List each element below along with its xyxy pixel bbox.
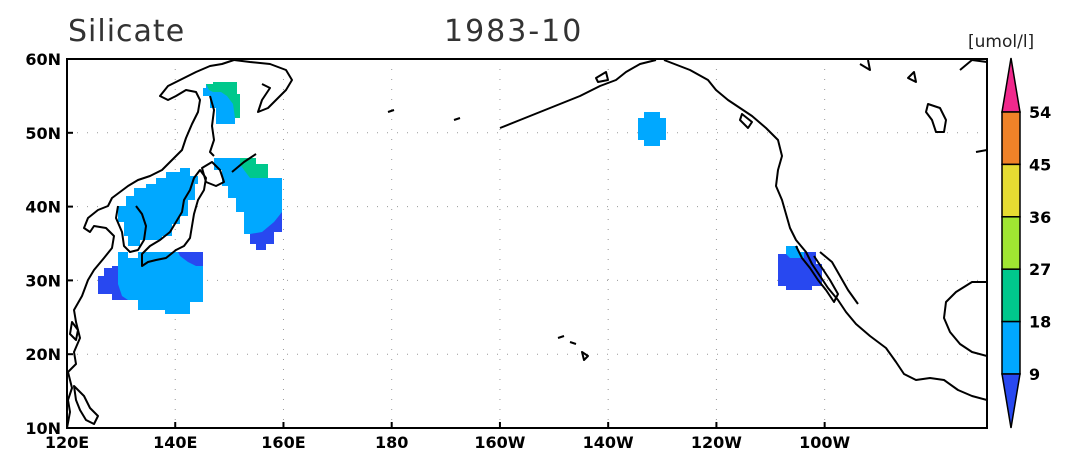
coast-kurils bbox=[231, 153, 257, 173]
x-tick-label: 140W bbox=[583, 433, 634, 452]
colorbar-label: 36 bbox=[1029, 208, 1051, 227]
coast-asia bbox=[67, 59, 235, 428]
coast-bc-islands bbox=[739, 113, 753, 129]
x-tick-label: 180 bbox=[375, 433, 408, 452]
coast-aleutian-b bbox=[453, 117, 461, 121]
colorbar-max-triangle bbox=[1001, 57, 1021, 113]
colorbar-min-triangle bbox=[1001, 373, 1021, 429]
fill-south-japan-below-9 bbox=[178, 252, 203, 266]
coast-north-america bbox=[663, 59, 987, 401]
fill-gulf-alaska-9-18 bbox=[638, 112, 666, 146]
y-tick-label: 60N bbox=[25, 50, 61, 69]
y-tick-label: 30N bbox=[25, 271, 61, 290]
coast-hudson-a bbox=[907, 71, 917, 83]
map-date-title: 1983-10 bbox=[444, 14, 584, 49]
coast-hawaii-a bbox=[557, 335, 565, 339]
coastlines bbox=[67, 59, 987, 428]
fill-east-china-sea-below-9 bbox=[98, 266, 128, 300]
coast-hawaii-c bbox=[581, 351, 589, 361]
coast-hudson-b bbox=[925, 103, 947, 133]
colorbar-box bbox=[1001, 268, 1021, 323]
colorbar-unit-label: [umol/l] bbox=[968, 32, 1035, 52]
colorbar-box bbox=[1001, 320, 1021, 375]
x-tick-label: 140E bbox=[153, 433, 197, 452]
y-tick-label: 20N bbox=[25, 345, 61, 364]
y-tick-label: 10N bbox=[25, 419, 61, 438]
colorbar-box bbox=[1001, 216, 1021, 270]
x-tick-label: 160E bbox=[261, 433, 305, 452]
y-tick-label: 50N bbox=[25, 124, 61, 143]
colorbar-label: 27 bbox=[1029, 260, 1051, 279]
y-tick-label: 40N bbox=[25, 198, 61, 217]
colorbar-label: 45 bbox=[1029, 155, 1051, 174]
map-variable-title: Silicate bbox=[68, 14, 186, 49]
coast-east-corner bbox=[959, 59, 987, 71]
colorbar-label: 9 bbox=[1029, 365, 1040, 384]
x-tick-label: 120E bbox=[45, 433, 89, 452]
coast-philippines bbox=[73, 385, 99, 425]
fill-kuril-9-18 bbox=[214, 158, 282, 250]
map-frame bbox=[66, 58, 988, 429]
x-tick-label: 100W bbox=[799, 433, 850, 452]
coast-east-edge bbox=[975, 149, 987, 153]
y-axis-ticks: 60N 50N 40N 30N 20N 10N bbox=[25, 50, 73, 438]
colorbar-box bbox=[1001, 111, 1021, 166]
colorbar: 9 18 27 36 45 54 bbox=[1001, 57, 1051, 429]
coast-korea bbox=[115, 205, 147, 253]
coast-kamchatka bbox=[233, 59, 293, 113]
coast-mexico-west bbox=[819, 251, 859, 305]
coast-aleutian-a bbox=[387, 109, 395, 113]
grid-lines bbox=[67, 59, 987, 428]
coast-northern-canada bbox=[859, 59, 871, 71]
colorbar-label: 54 bbox=[1029, 103, 1051, 122]
fill-kuril-18-27 bbox=[240, 158, 268, 178]
coast-hawaii-b bbox=[569, 341, 577, 345]
colorbar-box bbox=[1001, 163, 1021, 218]
coast-alaska-peninsula bbox=[595, 71, 609, 83]
x-tick-label: 120W bbox=[691, 433, 742, 452]
coast-alaska bbox=[499, 59, 657, 129]
x-axis-ticks: 120E 140E 160E 180 160W 140W 120W 100W bbox=[45, 422, 851, 452]
x-tick-label: 160W bbox=[474, 433, 525, 452]
coast-sakhalin bbox=[209, 95, 215, 157]
coast-hokkaido bbox=[201, 161, 225, 187]
coast-japan bbox=[141, 169, 207, 267]
fill-japan-sea-9-18 bbox=[118, 168, 198, 246]
colorbar-label: 18 bbox=[1029, 313, 1051, 332]
coast-gulf-mexico bbox=[943, 281, 987, 357]
fill-kuril-below-9 bbox=[250, 212, 282, 250]
fill-okhotsk-18-27 bbox=[206, 82, 240, 118]
coast-taiwan bbox=[69, 321, 79, 341]
coast-baja bbox=[795, 245, 839, 303]
data-fills bbox=[98, 82, 822, 314]
